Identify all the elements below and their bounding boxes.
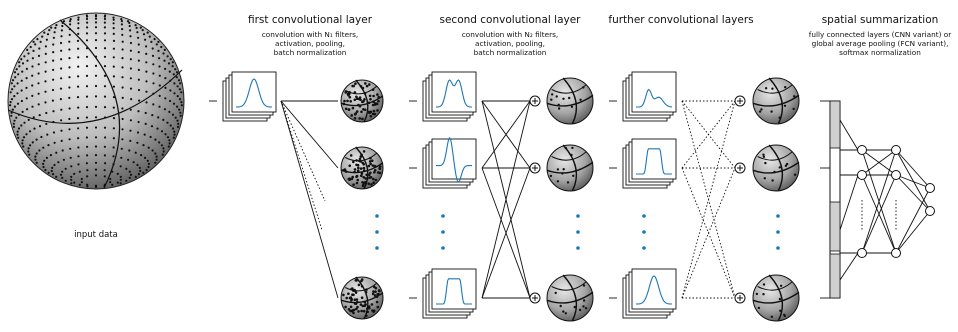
- feature-sphere: [752, 144, 800, 192]
- fc-neuron: [925, 206, 935, 216]
- fc-neuron: [857, 145, 867, 155]
- filter-stack: [622, 71, 677, 122]
- stage-2-desc-line-2: activation, pooling,: [475, 39, 545, 48]
- vertical-ellipsis: [576, 214, 580, 250]
- connector-line: [681, 100, 736, 169]
- fc-neuron: [891, 170, 901, 180]
- vertical-ellipsis: [776, 214, 780, 250]
- filter-stack: [222, 71, 277, 122]
- vertical-ellipsis: [375, 214, 379, 250]
- stage-2-desc-line-3: batch normalization: [474, 48, 547, 57]
- connector-line: [280, 100, 326, 202]
- feature-sphere: [340, 276, 384, 320]
- sum-node: [734, 292, 746, 304]
- filter-stack: [422, 136, 477, 189]
- connector-line: [895, 149, 931, 189]
- stage-4-title: spatial summarization: [822, 14, 939, 26]
- connector-line: [839, 252, 859, 281]
- feature-sphere: [752, 77, 800, 125]
- connector-line: [895, 149, 931, 212]
- connector-line: [895, 174, 931, 189]
- stage-1-desc-line-1: convolution with N₁ filters,: [262, 30, 358, 39]
- feature-vector: [829, 100, 841, 299]
- feature-sphere: [340, 146, 384, 190]
- connector-line: [481, 100, 531, 299]
- connector-line: [861, 149, 897, 254]
- fc-neuron: [857, 170, 867, 180]
- sum-node: [529, 162, 541, 174]
- input-sphere: [7, 12, 185, 190]
- vertical-ellipsis: [441, 214, 445, 250]
- fc-neuron: [857, 248, 867, 258]
- vertical-ellipsis: [642, 214, 646, 250]
- feature-sphere: [546, 77, 594, 125]
- sum-node: [529, 292, 541, 304]
- connector-line: [895, 187, 931, 254]
- stage-2-title: second convolutional layer: [440, 14, 582, 26]
- connector-line: [481, 167, 531, 299]
- stage-1-title: first convolutional layer: [248, 14, 373, 26]
- connector-line: [681, 100, 736, 299]
- connector-line: [280, 100, 323, 231]
- connector-line: [861, 174, 897, 254]
- filter-stack: [622, 138, 677, 189]
- connector-line: [681, 167, 736, 299]
- fc-neuron: [891, 248, 901, 258]
- filter-stack: [422, 268, 477, 319]
- feature-sphere: [546, 144, 594, 192]
- connector-line: [280, 100, 339, 169]
- connector-line: [861, 149, 897, 176]
- connector-line: [895, 210, 931, 254]
- stage-4-desc-line-2: global average pooling (FCN variant),: [812, 39, 949, 48]
- sum-node: [529, 95, 541, 107]
- fc-neuron: [925, 183, 935, 193]
- feature-sphere: [546, 274, 594, 322]
- connector-line: [839, 119, 859, 151]
- connector-line: [839, 174, 859, 231]
- filter-stack: [622, 268, 677, 319]
- filter-stack: [422, 71, 477, 122]
- feature-sphere: [340, 79, 384, 123]
- connector-line: [481, 100, 531, 169]
- fc-neuron: [891, 145, 901, 155]
- feature-sphere: [752, 274, 800, 322]
- connector-line: [280, 100, 339, 299]
- stage-3-title: further convolutional layers: [608, 14, 753, 26]
- connector-line: [895, 174, 931, 212]
- sum-node: [734, 162, 746, 174]
- stage-1-desc-line-3: batch normalization: [274, 48, 347, 57]
- stage-4-desc-line-1: fully connected layers (CNN variant) or: [809, 30, 951, 39]
- sum-node: [734, 95, 746, 107]
- stage-1-desc-line-2: activation, pooling,: [275, 39, 345, 48]
- input-data-label: input data: [74, 230, 118, 240]
- stage-4-desc-line-3: softmax normalization: [839, 48, 921, 57]
- stage-2-desc-line-1: convolution with N₂ filters,: [462, 30, 558, 39]
